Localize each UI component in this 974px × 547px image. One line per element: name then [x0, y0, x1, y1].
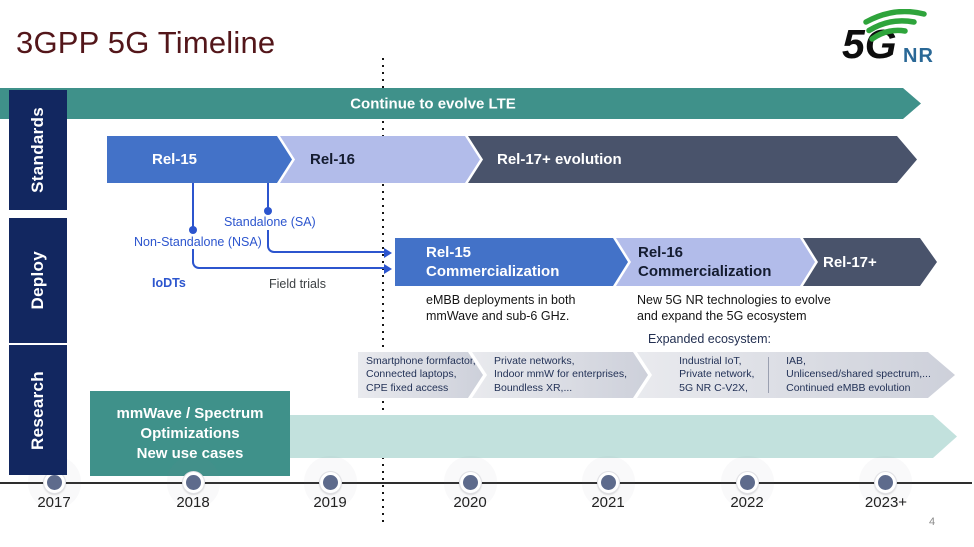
sa-connector-dot: [264, 207, 272, 215]
sidebar-research-label: Research: [28, 370, 47, 450]
nsa-connector-line: [192, 183, 194, 227]
year-label-2018: 2018: [176, 494, 210, 511]
research-box-line2: Optimizations: [140, 424, 240, 442]
deploy-rel16-arrow: Rel-16 Commercialization: [616, 238, 815, 286]
timeline-dot-2018: [182, 472, 204, 493]
year-label-2021: 2021: [591, 494, 625, 511]
year-label-2019: 2019: [313, 494, 347, 511]
ecosystem-chevron1-line2: Connected laptops,: [366, 368, 457, 381]
ecosystem-chevron1-line1: Smartphone formfactor,: [366, 354, 476, 367]
ecosystem-divider: [768, 357, 770, 393]
deploy-rel16-description: New 5G NR technologies to evolve and exp…: [637, 292, 831, 324]
timeline-dot-2021: [597, 472, 619, 493]
deploy-rel17-arrow: Rel-17+: [803, 238, 937, 286]
field-trials-label: Field trials: [269, 277, 326, 291]
standards-rel16-label: Rel-16: [310, 151, 356, 168]
research-box-line1: mmWave / Spectrum: [116, 404, 264, 422]
lte-evolution-label: Continue to evolve LTE: [350, 95, 516, 112]
sidebar-item-research: Research: [9, 345, 67, 475]
ecosystem-chevron-2: Private networks, Indoor mmW for enterpr…: [472, 352, 648, 398]
ecosystem-chevron3b-line2: Unlicensed/shared spectrum,...: [786, 368, 931, 381]
deploy-rel15-desc-line2: mmWave and sub-6 GHz.: [426, 309, 570, 323]
deploy-rel15-arrow: Rel-15 Commercialization: [395, 238, 628, 286]
expanded-ecosystem-label: Expanded ecosystem:: [648, 332, 771, 346]
timeline-dot-2020: [459, 472, 481, 493]
ecosystem-chevron3b-line1: IAB,: [786, 354, 806, 367]
standards-rel15-label: Rel-15: [152, 151, 198, 168]
year-label-2020: 2020: [453, 494, 487, 511]
sidebar-standards-label: Standards: [28, 107, 47, 193]
sidebar-deploy-label: Deploy: [28, 251, 47, 310]
timeline-dot-2022: [736, 472, 758, 493]
iodts-label: IoDTs: [152, 276, 186, 290]
deploy-rel15-description: eMBB deployments in both mmWave and sub-…: [426, 292, 575, 324]
page-number: 4: [929, 516, 936, 528]
page-title: 3GPP 5G Timeline: [16, 25, 276, 60]
nsa-elbow-connector: [192, 249, 385, 269]
research-box: mmWave / Spectrum Optimizations New use …: [90, 391, 290, 476]
deploy-rel15-label-line2: Commercialization: [426, 263, 560, 280]
ecosystem-chevron2-line1: Private networks,: [494, 354, 575, 367]
research-timeline-arrow: [288, 415, 957, 458]
deploy-rel16-label-line1: Rel-16: [638, 244, 684, 261]
standards-rel15-arrow: Rel-15: [107, 136, 292, 183]
timeline-dot-2017: [43, 472, 65, 493]
sidebar-item-deploy: Deploy: [9, 218, 67, 343]
ecosystem-chevron2-line2: Indoor mmW for enterprises,: [494, 368, 628, 381]
ecosystem-chevron1-line3: CPE fixed access: [366, 381, 449, 394]
timeline-axis: [0, 482, 972, 484]
lte-evolution-arrow: Continue to evolve LTE: [0, 88, 921, 119]
sidebar-item-standards: Standards: [9, 90, 67, 210]
deploy-rel16-desc-line2: and expand the 5G ecosystem: [637, 309, 807, 323]
timeline-dot-2023: [874, 472, 896, 493]
deploy-rel16-label-line2: Commercialization: [638, 263, 772, 280]
deploy-rel15-desc-line1: eMBB deployments in both: [426, 293, 576, 307]
sa-connector-line: [267, 183, 269, 208]
ecosystem-chevron2-line3: Boundless XR,...: [494, 381, 573, 394]
nsa-connector-dot: [189, 226, 197, 234]
ecosystem-chevron3a-line2: Private network,: [679, 368, 755, 381]
ecosystem-chevron3a-line1: Industrial IoT,: [679, 354, 742, 367]
ecosystem-chevron3b-line3: Continued eMBB evolution: [786, 381, 911, 394]
timeline-divider-dotted-line: [382, 58, 384, 527]
signal-waves-icon: [858, 8, 943, 50]
ecosystem-chevron-1: Smartphone formfactor, Connected laptops…: [358, 352, 483, 398]
standards-rel16-arrow: Rel-16: [280, 136, 480, 183]
deploy-rel15-label-line1: Rel-15: [426, 244, 472, 261]
year-label-2023: 2023+: [864, 494, 908, 511]
year-label-2017: 2017: [37, 494, 71, 511]
ecosystem-chevron-3: Industrial IoT, Private network, 5G NR C…: [637, 352, 955, 398]
nsa-arrowhead-icon: [384, 264, 392, 274]
standards-rel17-arrow: Rel-17+ evolution: [468, 136, 917, 183]
research-box-line3: New use cases: [136, 444, 244, 462]
sa-elbow-connector: [267, 230, 385, 253]
nsa-label: Non-Standalone (NSA): [134, 235, 262, 249]
year-label-2022: 2022: [730, 494, 764, 511]
timeline-dot-2019: [319, 472, 341, 493]
standards-rel17-label: Rel-17+ evolution: [497, 151, 622, 168]
sa-arrowhead-icon: [384, 248, 392, 258]
sa-label: Standalone (SA): [224, 215, 316, 229]
deploy-rel17-label: Rel-17+: [823, 253, 877, 271]
deploy-rel16-desc-line1: New 5G NR technologies to evolve: [637, 293, 831, 307]
logo-nr-text: NR: [903, 45, 934, 67]
ecosystem-chevron3a-line3: 5G NR C-V2X,: [679, 381, 748, 394]
